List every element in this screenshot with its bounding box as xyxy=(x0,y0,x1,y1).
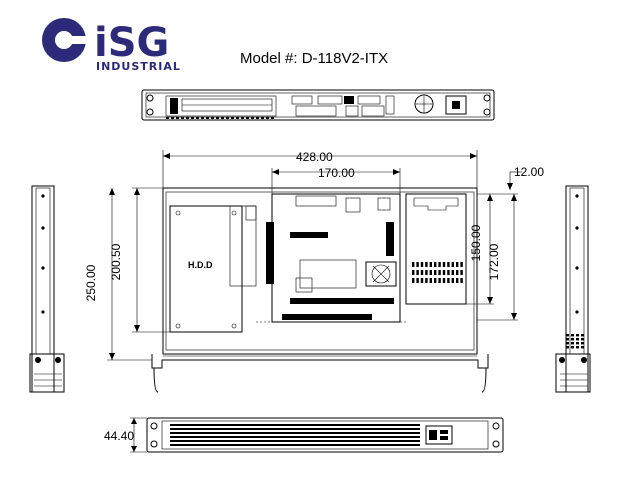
model-label: Model #: D-118V2-ITX xyxy=(240,50,388,67)
logo-subtitle: INDUSTRIAL xyxy=(96,60,181,73)
hdd-bay: H.D.D xyxy=(169,205,243,333)
power-socket-icon xyxy=(445,95,467,115)
dim-height: 44.40 xyxy=(104,429,134,443)
motherboard xyxy=(266,193,401,323)
right-side-view xyxy=(555,185,591,393)
psu-bay xyxy=(405,193,467,305)
dim-psu-bay-depth: 172.00 xyxy=(487,243,501,280)
hdd-label: H.D.D xyxy=(188,260,213,270)
cpu-fan-icon xyxy=(365,261,397,287)
dim-front-offset: 12.00 xyxy=(514,165,544,179)
fan-icon xyxy=(414,94,434,114)
left-side-view xyxy=(29,185,65,393)
logo-wordmark: iSG xyxy=(94,20,169,66)
isg-logo: iSG INDUSTRIAL xyxy=(42,18,181,73)
dim-overall-depth: 250.00 xyxy=(84,264,98,301)
dim-hdd-bay-depth: 200.50 xyxy=(109,243,123,280)
front-panel-view xyxy=(130,417,504,453)
dimension-lines xyxy=(107,150,522,361)
logo-mark-icon xyxy=(42,18,90,62)
dim-board-width: 170.00 xyxy=(318,166,355,180)
dim-psu-depth: 150.00 xyxy=(469,224,483,261)
dim-overall-width: 428.00 xyxy=(296,150,333,164)
rear-panel-view xyxy=(141,89,495,121)
top-view: H.D.D xyxy=(151,187,489,393)
